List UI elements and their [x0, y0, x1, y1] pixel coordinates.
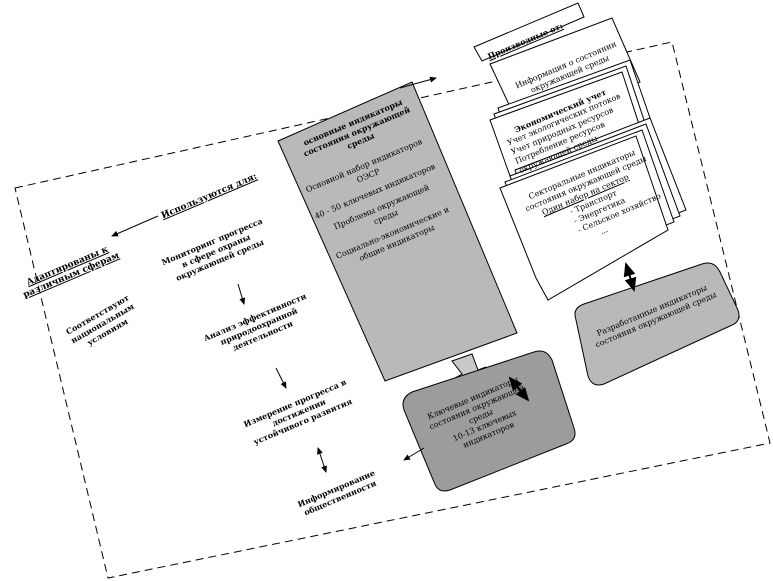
arrow-frame-right: [399, 76, 437, 89]
developed-indicators-box: [574, 262, 740, 386]
arrow-measurement-informing: [317, 447, 327, 473]
main-indicators-block: [277, 81, 518, 382]
arrow-monitoring-analysis: [237, 283, 246, 305]
arrow-analysis-measurement: [275, 367, 287, 389]
derived-header-card: [473, 2, 585, 62]
arrow-key-box: [508, 376, 530, 402]
arrow-sectoral-developed: [623, 262, 637, 292]
arrow-to-adaptation: [111, 215, 159, 237]
arrow-to-informing: [403, 447, 425, 461]
dashed-frame: [14, 41, 771, 579]
key-indicators-box: [402, 350, 576, 492]
sectoral-card: [499, 135, 669, 301]
